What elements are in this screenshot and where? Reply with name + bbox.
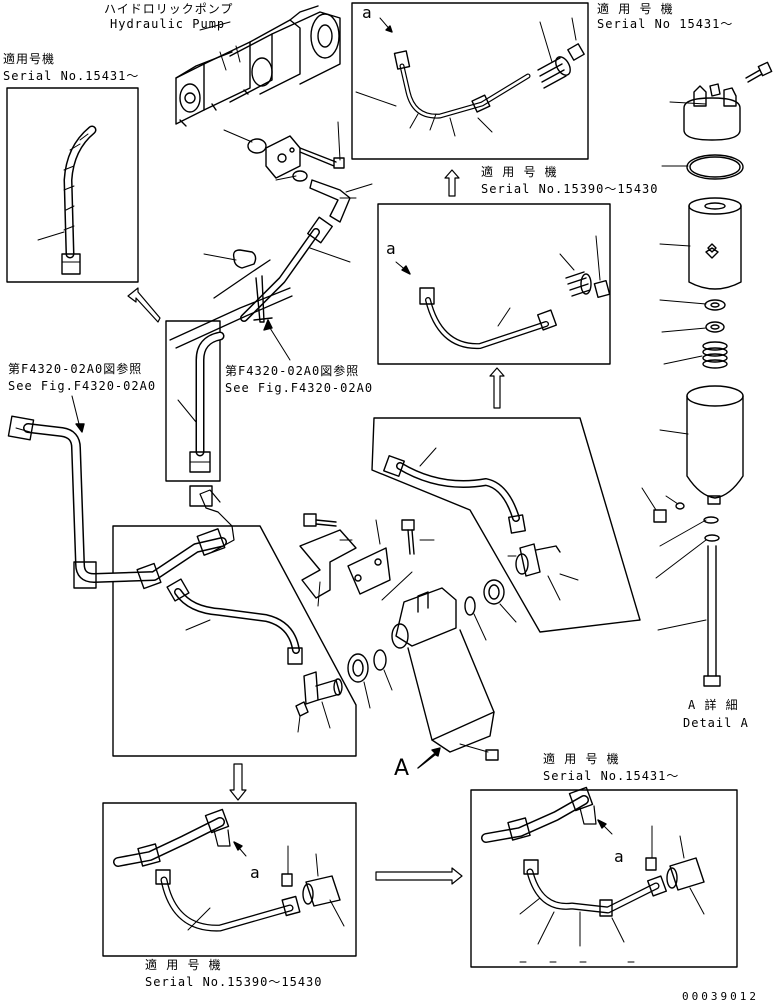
spring-right xyxy=(702,341,728,369)
clamp xyxy=(232,249,273,323)
frame-top-serial-15431 xyxy=(351,2,589,160)
filter-head xyxy=(683,83,741,141)
ref-label-mid-jp: 第F4320-02A0図参照 xyxy=(225,364,360,378)
elbow-fitting xyxy=(309,179,373,223)
o-ring xyxy=(247,138,267,154)
filter-element xyxy=(688,197,742,290)
frame-main-left xyxy=(112,525,357,757)
bolt-upper xyxy=(303,513,337,527)
bottom-left-serial-label-jp: 適 用 号 機 xyxy=(145,958,222,972)
elbow-bottom-left xyxy=(302,875,341,907)
mid-serial-label-jp: 適 用 号 機 xyxy=(481,165,558,179)
o-ring-large xyxy=(686,154,744,180)
tee-fitting xyxy=(303,671,343,705)
left-serial-label-jp: 適用号機 xyxy=(3,52,56,66)
left-serial-label-en: Serial No.15431～ xyxy=(3,69,140,83)
callout-a-bottom-right: a xyxy=(614,847,625,866)
frame-mid-serial-15390 xyxy=(377,203,611,365)
frame-bottom-right xyxy=(470,789,738,968)
callout-a-bottom-left: a xyxy=(250,863,261,882)
arrow-up-mid xyxy=(489,367,505,409)
bolt xyxy=(299,147,337,167)
callout-a-mid: a xyxy=(386,239,397,258)
screw xyxy=(745,69,763,83)
mid-serial-label-en: Serial No.15390～15430 xyxy=(481,182,659,196)
arrow-right-bottom xyxy=(375,867,463,885)
hose-pump-left xyxy=(213,259,271,299)
frame-left-serial-15431 xyxy=(6,87,139,283)
spring-top xyxy=(537,56,571,89)
bracket xyxy=(299,529,391,599)
top-serial-label-en: Serial No 15431～ xyxy=(597,17,734,31)
view-a-arrow xyxy=(417,747,441,769)
top-serial-label-jp: 適 用 号 機 xyxy=(597,2,674,16)
filter-bowl xyxy=(686,385,744,505)
frame-main-right xyxy=(371,417,641,633)
spring-mid xyxy=(565,271,592,297)
frame-pipe-ref xyxy=(165,320,221,482)
tie-rod xyxy=(703,545,721,687)
hose-bottom-left xyxy=(160,876,294,932)
ref-label-left-en: See Fig.F4320-02A0 xyxy=(8,379,157,393)
bolt-center xyxy=(401,519,415,555)
tee-fitting-right xyxy=(515,543,561,577)
bottom-left-serial-label-en: Serial No.15390～15430 xyxy=(145,975,323,989)
flange-block xyxy=(265,135,301,179)
bottom-right-serial-label-en: Serial No.15431～ xyxy=(543,769,680,783)
detail-a-label-jp: A 詳 細 xyxy=(688,698,739,712)
view-a-label: A xyxy=(394,756,410,781)
arrow-up-top xyxy=(444,169,460,197)
line-filter xyxy=(391,587,499,761)
hose-mid xyxy=(425,297,549,350)
bottom-right-serial-label-jp: 適 用 号 機 xyxy=(543,752,620,766)
pump-label-jp: ハイドロリックポンプ xyxy=(104,2,234,16)
ref-label-mid-en: See Fig.F4320-02A0 xyxy=(225,381,374,395)
frame-bottom-left xyxy=(102,802,357,957)
callout-a-top: a xyxy=(362,3,373,22)
arrow-down-bottom xyxy=(229,763,247,801)
drawing-number: 00039012 xyxy=(682,990,759,1003)
ref-label-left-jp: 第F4320-02A0図参照 xyxy=(8,362,143,376)
elbow-bottom-right xyxy=(666,857,705,891)
pump-label-en: Hydraulic Pump xyxy=(110,17,226,31)
arrow-left-upper xyxy=(127,287,161,323)
detail-a-label-en: Detail A xyxy=(683,716,749,730)
hydraulic-pump xyxy=(175,5,341,127)
pipe-left-long xyxy=(23,423,227,583)
